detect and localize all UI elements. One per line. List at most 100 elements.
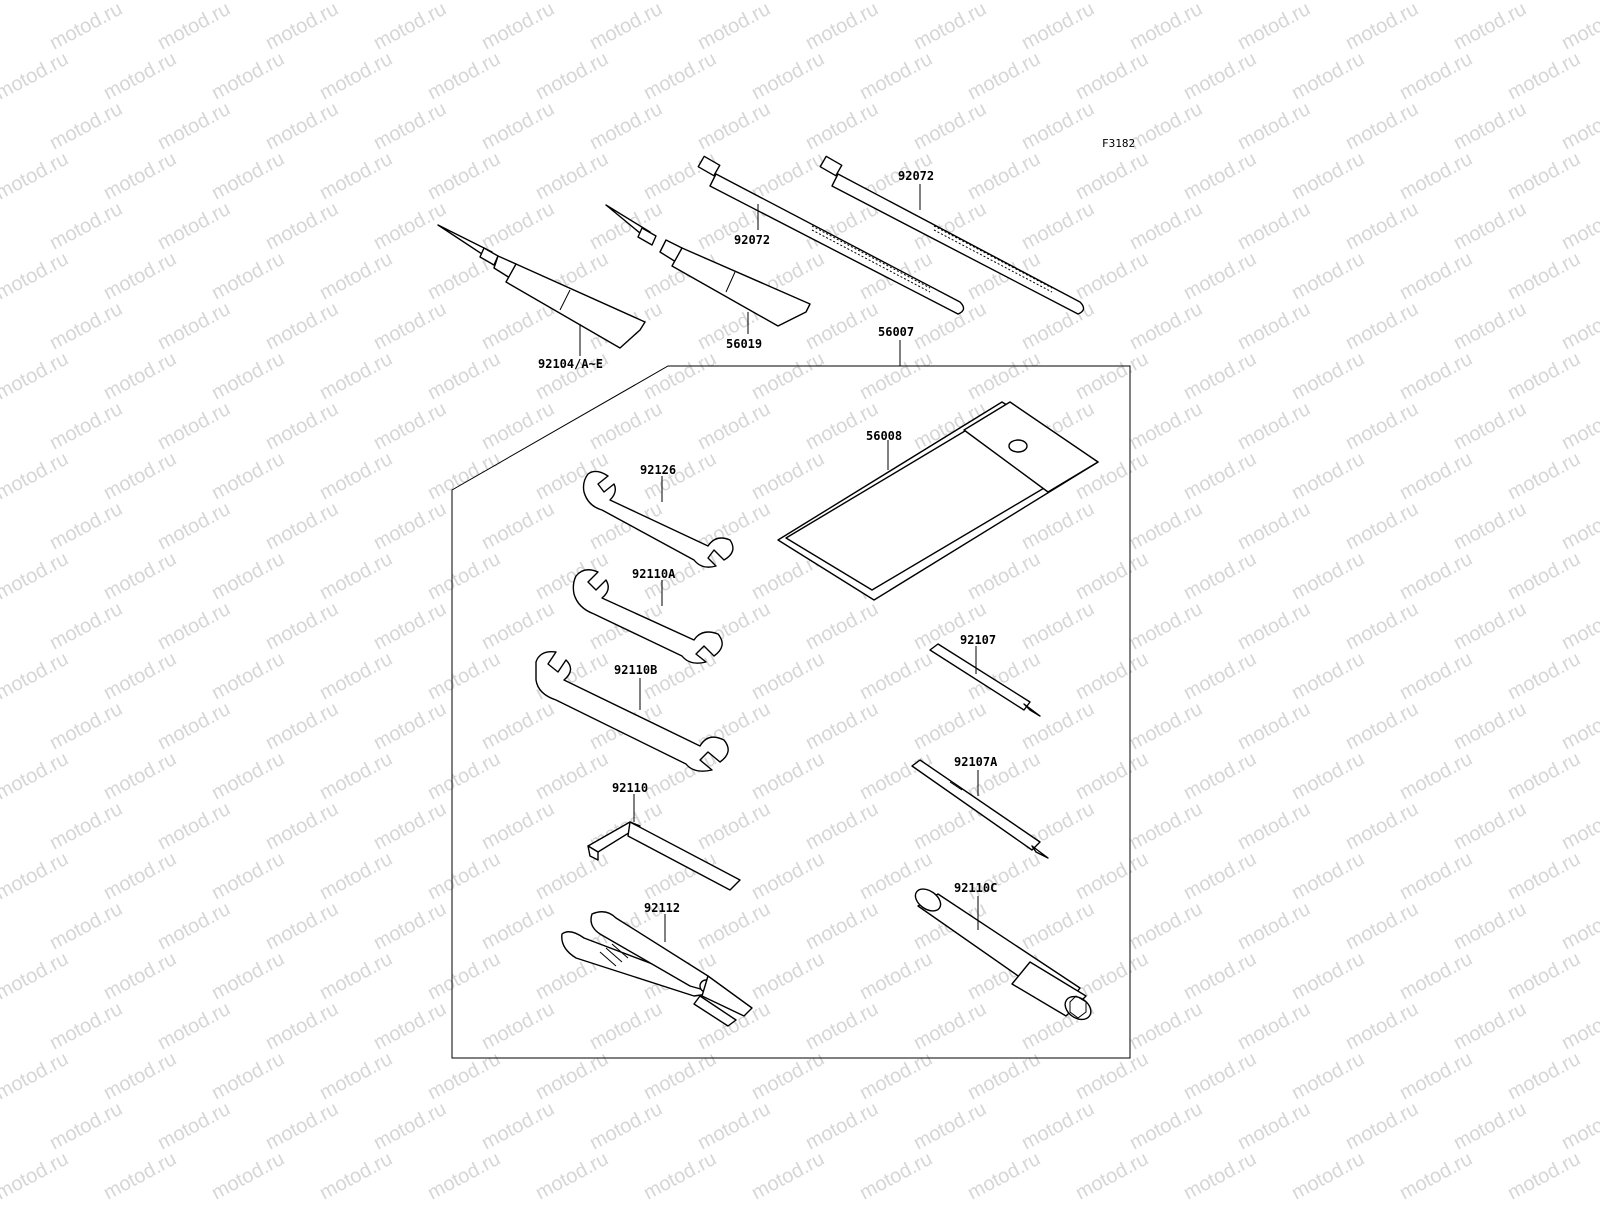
watermark-text: motod.ru (1558, 398, 1600, 454)
watermark-text: motod.ru (1234, 198, 1314, 254)
watermark-text: motod.ru (1180, 1148, 1260, 1200)
plug-wrench (914, 888, 1092, 1021)
watermark-text: motod.ru (46, 398, 126, 454)
watermark-text: motod.ru (802, 298, 882, 354)
watermark-text: motod.ru (1450, 198, 1530, 254)
watermark-text: motod.ru (316, 48, 396, 104)
watermark-text: motod.ru (1504, 448, 1584, 504)
watermark-text: motod.ru (1396, 648, 1476, 704)
watermark-text: motod.ru (478, 898, 558, 954)
watermark-text: motod.ru (46, 1098, 126, 1154)
watermark-text: motod.ru (1126, 498, 1206, 554)
watermark-text: motod.ru (154, 798, 234, 854)
watermark-text: motod.ru (640, 1048, 720, 1104)
watermark-text: motod.ru (316, 348, 396, 404)
watermark-text: motod.ru (532, 1148, 612, 1200)
watermark-text: motod.ru (964, 48, 1044, 104)
watermark-text: motod.ru (694, 98, 774, 154)
watermark-text: motod.ru (316, 648, 396, 704)
watermark-text: motod.ru (370, 898, 450, 954)
watermark-text: motod.ru (964, 148, 1044, 204)
watermark-text: motod.ru (0, 248, 72, 304)
watermark-text: motod.ru (1450, 498, 1530, 554)
watermark-text: motod.ru (1504, 748, 1584, 804)
watermark-text: motod.ru (1342, 98, 1422, 154)
label-56007: 56007 (878, 325, 914, 339)
watermark-text: motod.ru (424, 1148, 504, 1200)
watermark-text: motod.ru (1072, 848, 1152, 904)
watermark-text: motod.ru (1018, 898, 1098, 954)
watermark-text: motod.ru (1234, 798, 1314, 854)
watermark-text: motod.ru (208, 1148, 288, 1200)
watermark-text: motod.ru (802, 98, 882, 154)
watermark-text: motod.ru (1396, 148, 1476, 204)
watermark-text: motod.ru (424, 648, 504, 704)
watermark-text: motod.ru (1504, 1048, 1584, 1104)
watermark-text: motod.ru (1018, 198, 1098, 254)
watermark-text: motod.ru (154, 698, 234, 754)
watermark-text: motod.ru (100, 548, 180, 604)
watermark-text: motod.ru (1450, 898, 1530, 954)
watermark-text: motod.ru (370, 98, 450, 154)
watermark-text: motod.ru (1504, 1148, 1584, 1200)
watermark-text: motod.ru (1450, 598, 1530, 654)
watermark-text: motod.ru (1288, 648, 1368, 704)
watermark-text: motod.ru (316, 948, 396, 1004)
watermark-text: motod.ru (46, 498, 126, 554)
watermark-text: motod.ru (0, 0, 72, 4)
label-92110: 92110 (612, 781, 648, 795)
watermark-text: motod.ru (478, 1098, 558, 1154)
watermark-text: motod.ru (964, 848, 1044, 904)
watermark-text: motod.ru (100, 348, 180, 404)
watermark-text: motod.ru (370, 398, 450, 454)
watermark-text: motod.ru (1558, 798, 1600, 854)
watermark-text: motod.ru (1180, 948, 1260, 1004)
watermark-text: motod.ru (748, 948, 828, 1004)
watermark-text: motod.ru (1396, 48, 1476, 104)
leader-lines (579, 184, 979, 942)
watermark-text: motod.ru (1342, 198, 1422, 254)
label-56008: 56008 (866, 429, 902, 443)
label-92110a: 92110A (632, 567, 676, 581)
watermark-text: motod.ru (1234, 998, 1314, 1054)
watermark-text: motod.ru (1504, 148, 1584, 204)
watermark-text: motod.ru (1288, 1148, 1368, 1200)
watermark-text: motod.ru (316, 448, 396, 504)
label-92072-right: 92072 (898, 169, 934, 183)
watermark-text: motod.ru (1288, 48, 1368, 104)
watermark-text: motod.ru (100, 948, 180, 1004)
watermark-text: motod.ru (208, 148, 288, 204)
watermark-text: motod.ru (1450, 998, 1530, 1054)
watermark-text: motod.ru (1180, 648, 1260, 704)
watermark-text: motod.ru (478, 498, 558, 554)
watermark-text: motod.ru (1342, 0, 1422, 54)
cable-tie-right (819, 155, 1085, 315)
watermark-text: motod.ru (100, 48, 180, 104)
watermark-text: motod.ru (208, 748, 288, 804)
watermark-text: motod.ru (1126, 598, 1206, 654)
watermark-text: motod.ru (46, 798, 126, 854)
watermark-text: motod.ru (586, 98, 666, 154)
watermark-text: motod.ru (424, 1048, 504, 1104)
watermark-text: motod.ru (46, 0, 126, 54)
pliers (561, 911, 753, 1027)
watermark-text: motod.ru (0, 848, 72, 904)
watermark-text: motod.ru (1342, 898, 1422, 954)
watermark-text: motod.ru (370, 1098, 450, 1154)
watermark-text: motod.ru (856, 948, 936, 1004)
watermark-text: motod.ru (1558, 0, 1600, 54)
watermark-text: motod.ru (802, 598, 882, 654)
watermark-text: motod.ru (1288, 1048, 1368, 1104)
watermark-text: motod.ru (1072, 148, 1152, 204)
watermark-text: motod.ru (856, 1148, 936, 1200)
watermark-text: motod.ru (1126, 798, 1206, 854)
watermark-text: motod.ru (262, 598, 342, 654)
watermark-text: motod.ru (370, 698, 450, 754)
watermark-text: motod.ru (316, 848, 396, 904)
watermark-text: motod.ru (1450, 0, 1530, 54)
watermark-text: motod.ru (1072, 248, 1152, 304)
watermark-text: motod.ru (1288, 848, 1368, 904)
watermark-text: motod.ru (1288, 548, 1368, 604)
watermark-text: motod.ru (370, 498, 450, 554)
watermark-text: motod.ru (1558, 198, 1600, 254)
